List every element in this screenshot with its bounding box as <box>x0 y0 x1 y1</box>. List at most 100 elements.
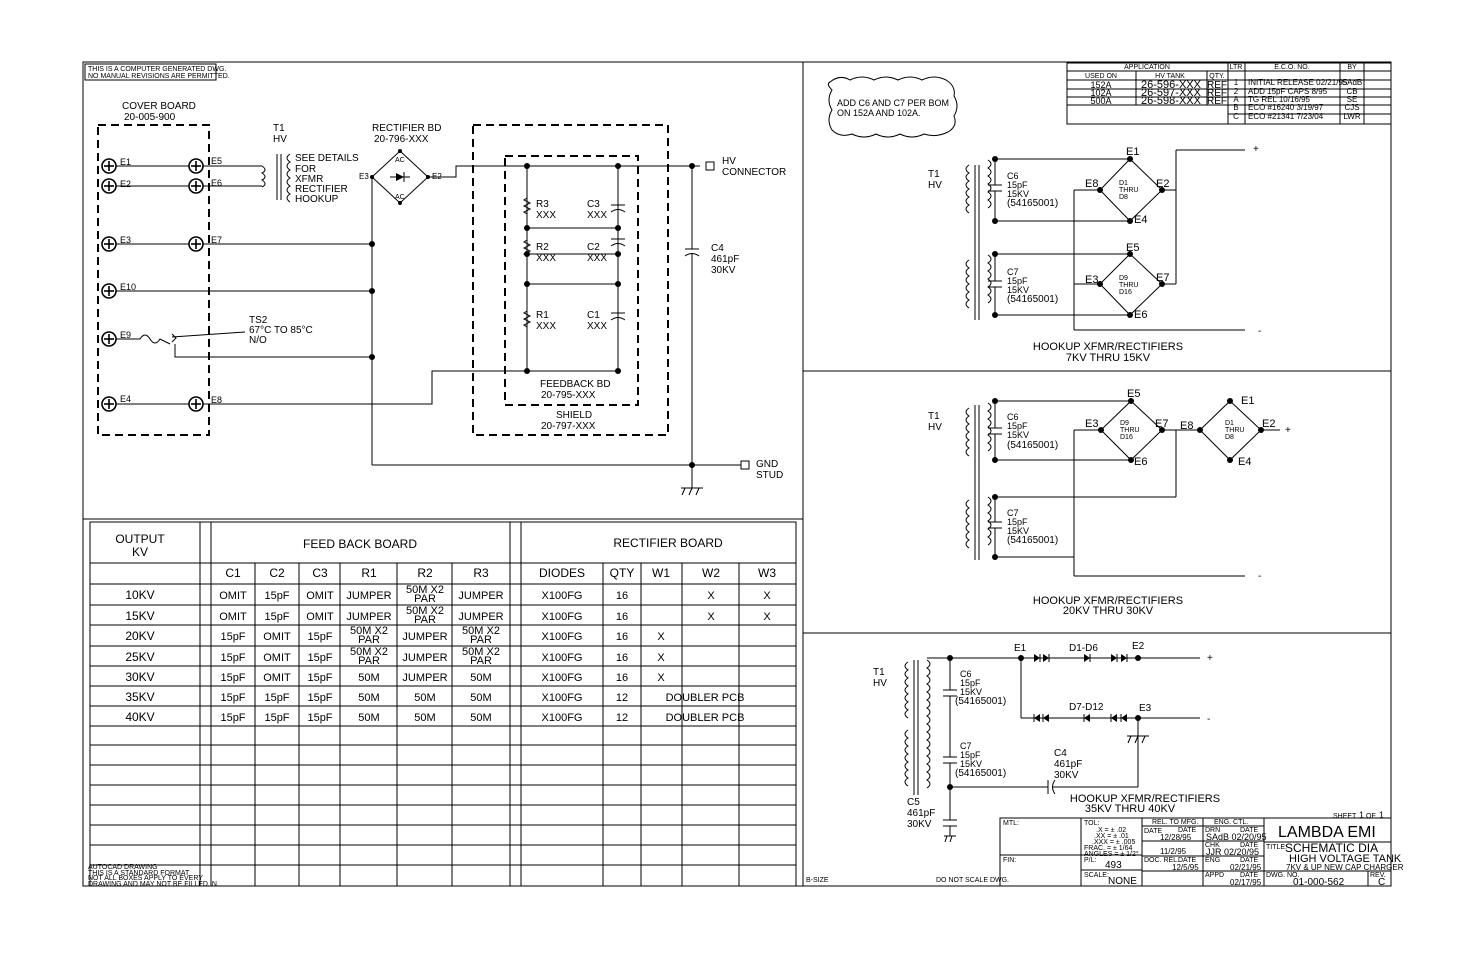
svg-text:D1: D1 <box>1119 180 1128 187</box>
svg-text:E3: E3 <box>1139 703 1152 714</box>
svg-text:DRN: DRN <box>1205 827 1220 834</box>
svg-text:67°C TO 85°C: 67°C TO 85°C <box>249 325 313 336</box>
svg-text:E3: E3 <box>120 235 131 245</box>
t1-label: T1 <box>273 123 285 134</box>
table-cell: OMIT <box>219 590 247 602</box>
svg-text:STUD: STUD <box>756 470 783 481</box>
column-header: W1 <box>652 566 670 580</box>
svg-text:HV: HV <box>873 678 887 689</box>
table-cell: 12 <box>616 692 628 704</box>
table-cell: 16 <box>616 672 628 684</box>
svg-text:E1: E1 <box>1126 146 1139 158</box>
feedback-bd-label: FEEDBACK BD <box>540 379 611 390</box>
table-cell: 15pF <box>220 672 245 684</box>
svg-text:USED ON: USED ON <box>1085 73 1117 80</box>
svg-text:E7: E7 <box>1155 418 1168 430</box>
table-cell: 50M X2 <box>406 584 444 596</box>
table-cell: 15pF <box>307 712 332 724</box>
svg-text:493: 493 <box>1105 860 1122 871</box>
svg-text:NOT ALL BOXES APPLY TO EVERY: NOT ALL BOXES APPLY TO EVERY <box>88 875 203 882</box>
svg-text:35KV THRU 40KV: 35KV THRU 40KV <box>1085 803 1176 815</box>
svg-text:C7: C7 <box>1007 508 1019 518</box>
table-cell: X <box>657 652 665 664</box>
table-cell: 16 <box>616 590 628 602</box>
svg-text:E8: E8 <box>1180 420 1193 432</box>
svg-text:15pF: 15pF <box>1007 276 1028 286</box>
table-cell: 10KV <box>125 588 154 602</box>
svg-text:15KV: 15KV <box>1007 526 1029 536</box>
eco-by: LWR <box>1343 112 1360 121</box>
application-qty: REF <box>1207 88 1227 99</box>
svg-text:DWG. NO.: DWG. NO. <box>1266 872 1299 879</box>
column-header: C2 <box>269 566 285 580</box>
add-caps-cloud-note: ADD C6 AND C7 PER BOM ON 152A AND 102A. <box>827 76 958 138</box>
svg-text:HV TANK: HV TANK <box>1155 73 1185 80</box>
terminal-column-right: E5 E6 E7 E8 <box>188 156 222 412</box>
svg-text:THIS IS A STANDARD FORMAT: THIS IS A STANDARD FORMAT <box>88 870 190 877</box>
table-cell: 15pF <box>307 652 332 664</box>
svg-text:+: + <box>1207 653 1213 664</box>
svg-text:461pF: 461pF <box>907 808 935 819</box>
hookup-20kv-30kv: T1 HV C6 15pF 15KV (54165001) C7 15pF 15… <box>928 388 1291 617</box>
table-cell: 50M X2 <box>406 605 444 617</box>
svg-text:CHK: CHK <box>1205 842 1220 849</box>
svg-text:E1: E1 <box>1241 395 1254 407</box>
application-used-on: 152A <box>1090 80 1111 90</box>
table-cell: X <box>657 672 665 684</box>
svg-text:12/28/95: 12/28/95 <box>1160 833 1192 842</box>
table-cell: 50M <box>470 672 491 684</box>
svg-text:15KV: 15KV <box>960 687 982 697</box>
column-header: C1 <box>225 566 241 580</box>
title-block: SHEET 1 OF 1 MTL: FIN: TOL: .X = ± .02 .… <box>806 810 1404 888</box>
svg-text:THRU: THRU <box>1119 282 1138 289</box>
svg-text:JJR 02/20/95: JJR 02/20/95 <box>1206 847 1259 857</box>
svg-text:-: - <box>1258 571 1261 582</box>
svg-text:AC: AC <box>395 157 405 164</box>
svg-text:30KV: 30KV <box>711 265 736 276</box>
svg-text:HOOKUP XFMR/RECTIFIERS: HOOKUP XFMR/RECTIFIERS <box>1070 793 1220 805</box>
application-used-on: 500A <box>1090 96 1111 106</box>
svg-text:E4: E4 <box>1238 456 1251 468</box>
svg-text:HOOKUP: HOOKUP <box>295 194 339 205</box>
svg-text:E3: E3 <box>1085 418 1098 430</box>
svg-text:20KV THRU 30KV: 20KV THRU 30KV <box>1063 605 1154 617</box>
main-schematic: COVER BOARD 20-005-900 E1 E2 E3 E10 E9 E… <box>97 101 786 496</box>
svg-text:E2: E2 <box>1262 418 1275 430</box>
svg-text:(54165001): (54165001) <box>1007 535 1058 546</box>
eco-by: CB <box>1346 87 1357 96</box>
table-cell: 50M <box>470 712 491 724</box>
column-header: W3 <box>758 566 776 580</box>
svg-text:E2: E2 <box>1156 178 1169 190</box>
svg-text:THRU: THRU <box>1120 427 1139 434</box>
svg-text:-: - <box>1258 326 1261 337</box>
eco-by: SE <box>1347 95 1358 104</box>
eco-description: ADD 15pF CAPS 8/95 <box>1248 87 1328 96</box>
svg-text:BY: BY <box>1347 64 1357 71</box>
svg-text:XXX: XXX <box>587 321 607 332</box>
table-cell: 15KV <box>125 609 154 623</box>
revision-block: APPLICATION USED ON HV TANK QTY. LTR E.C… <box>1066 62 1392 125</box>
table-cell: OMIT <box>306 611 334 623</box>
svg-text:461pF: 461pF <box>1054 759 1082 770</box>
table-cell: JUMPER <box>458 611 503 623</box>
svg-text:THIS IS A COMPUTER GENERATED D: THIS IS A COMPUTER GENERATED DWG. <box>88 66 226 73</box>
svg-text:E3: E3 <box>1085 274 1098 286</box>
table-cell: X100FG <box>542 692 583 704</box>
svg-text:DATE: DATE <box>1178 857 1196 864</box>
table-cell: 50M <box>414 692 435 704</box>
table-cell: 50M X2 <box>350 625 388 637</box>
svg-text:E10: E10 <box>120 282 136 292</box>
table-cell: DOUBLER PCB <box>666 712 745 724</box>
svg-text:DATE: DATE <box>1178 827 1196 834</box>
svg-text:T1: T1 <box>873 667 885 678</box>
column-header: R2 <box>417 566 433 580</box>
table-cell: X <box>657 631 665 643</box>
svg-text:E6: E6 <box>1134 309 1147 321</box>
rectifier-board-title: RECTIFIER BOARD <box>613 536 723 550</box>
table-cell: JUMPER <box>458 590 503 602</box>
svg-text:(54165001): (54165001) <box>955 768 1006 779</box>
table-cell: 16 <box>616 652 628 664</box>
svg-text:XXX: XXX <box>587 210 607 221</box>
